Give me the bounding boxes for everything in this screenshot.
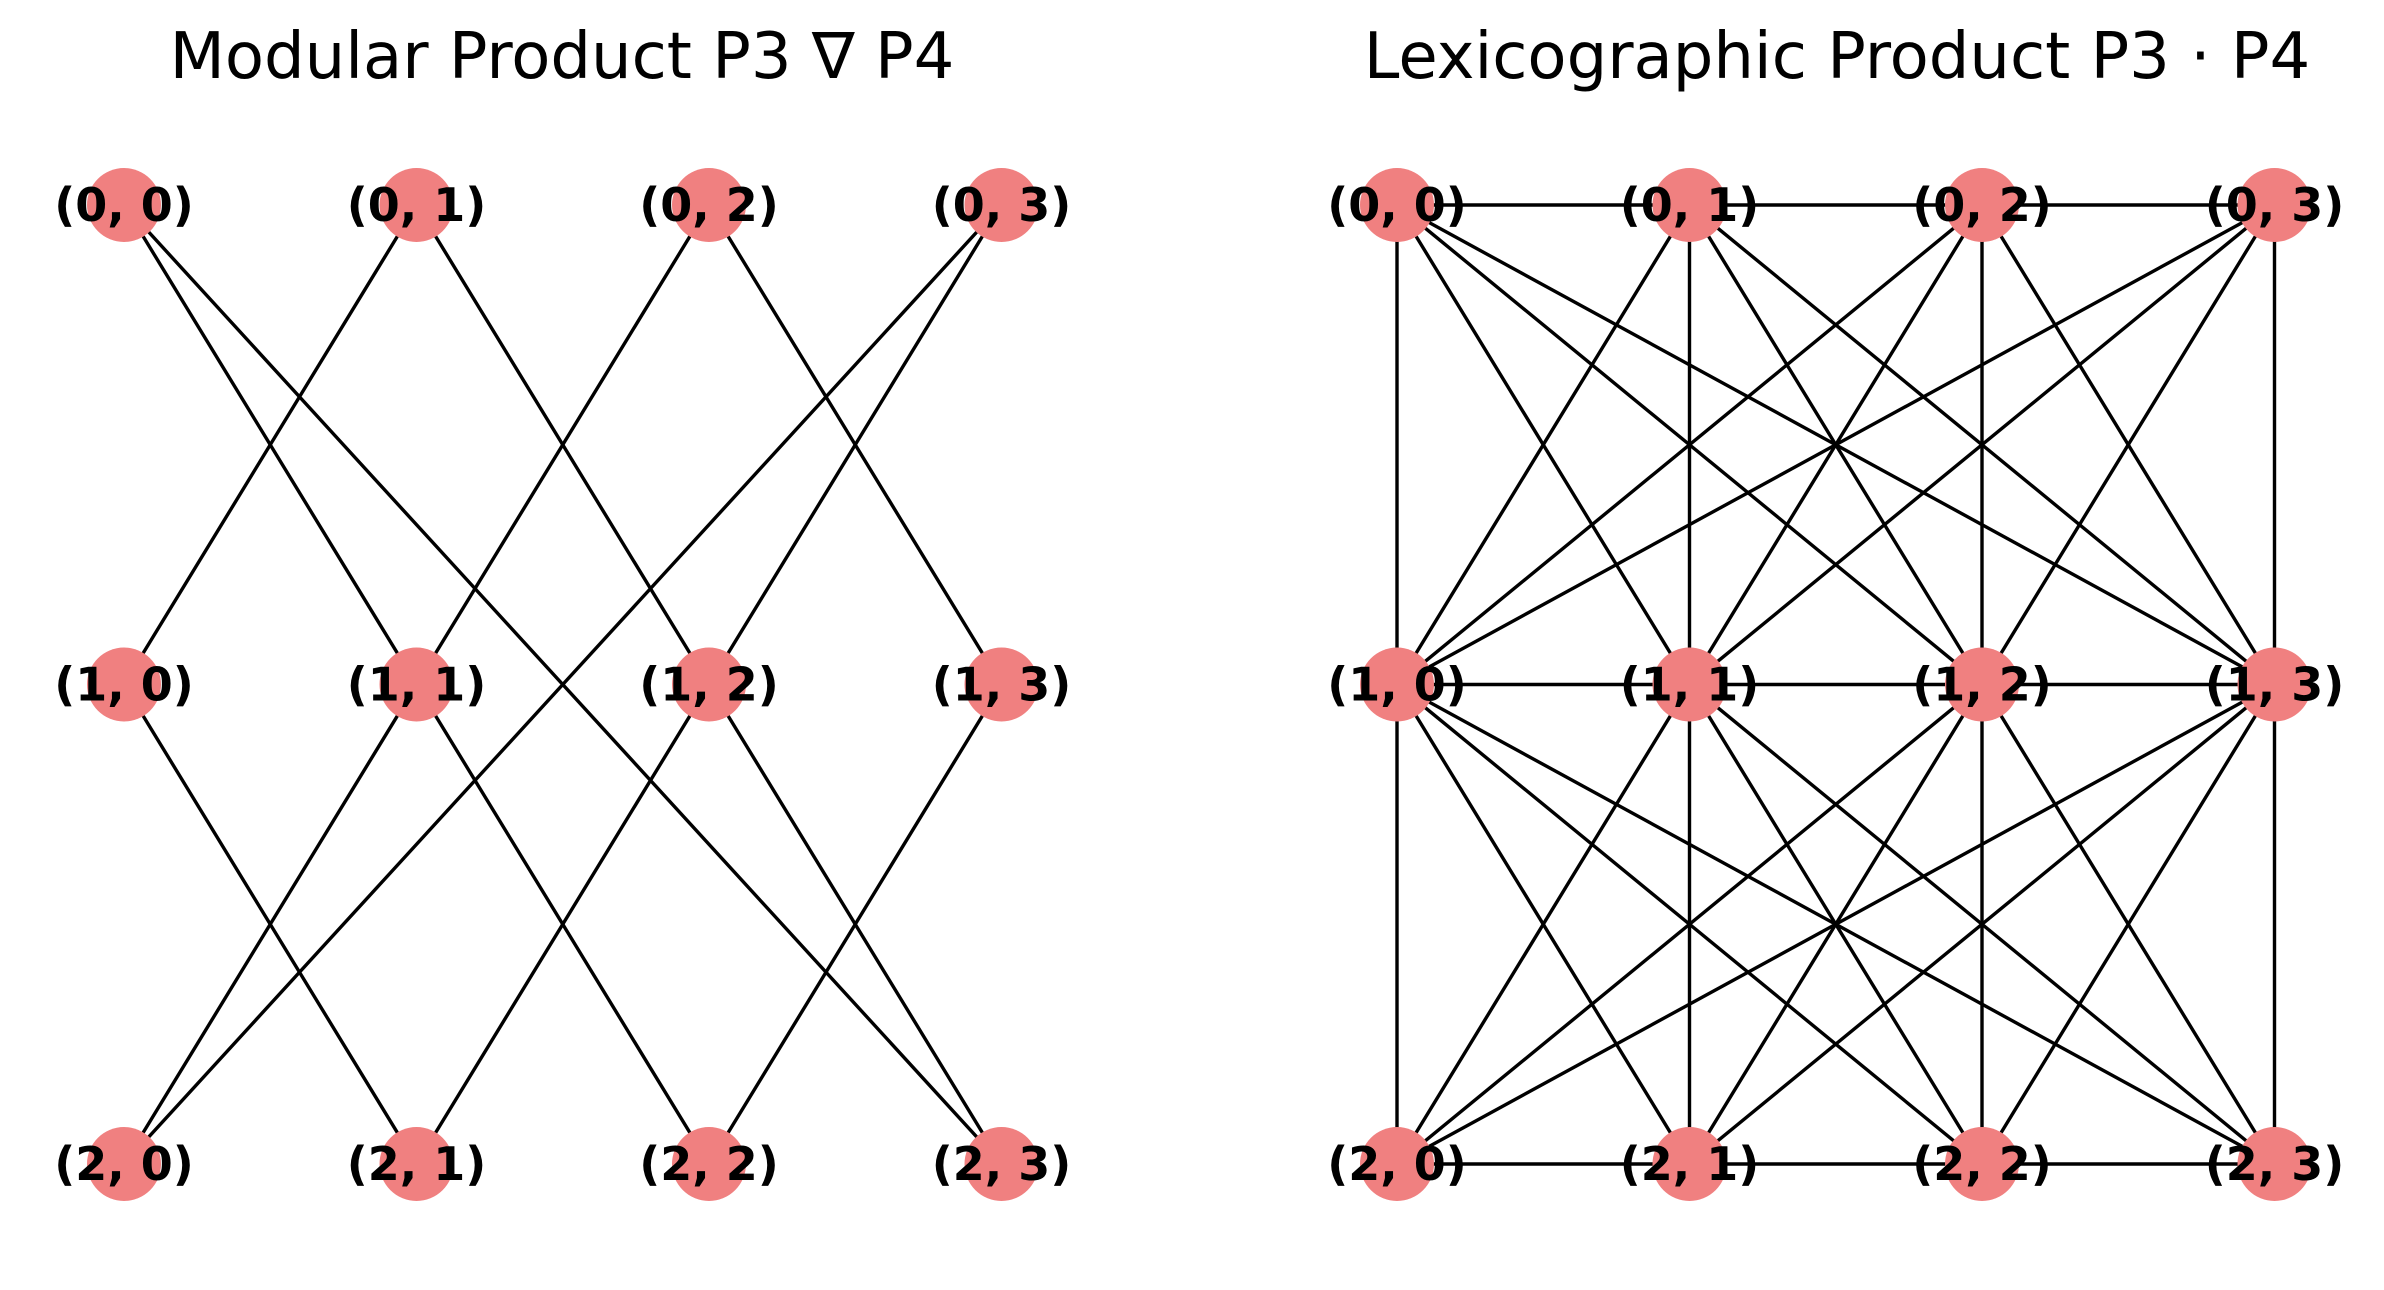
node-circle xyxy=(2237,647,2312,722)
modular-product-edges xyxy=(122,203,1003,1166)
edge-0-2-to-1-0 xyxy=(1395,203,1984,686)
node-label: (0, 0) xyxy=(1327,178,1467,232)
node-circle xyxy=(379,1127,454,1201)
edge-0-1-to-1-0 xyxy=(1395,204,1691,686)
lexicographic-product-nodes: (0, 0) (0, 1) (0, 2) (0, 3) (1, 0) (1, 1) (1, … xyxy=(1327,168,2344,1201)
node-circle xyxy=(2237,168,2312,242)
node-2-2: (2, 2) xyxy=(1912,1127,2052,1201)
node-2-0: (2, 0) xyxy=(1327,1127,1467,1201)
node-circle xyxy=(379,168,454,242)
node-1-0: (1, 0) xyxy=(1327,647,1467,722)
modular-product-nodes: (0, 0) (0, 1) (0, 2) (0, 3) (1, 0) (1, 1) (1, … xyxy=(54,168,1071,1201)
edge-1-1-to-2-0 xyxy=(1395,683,1691,1165)
edge-1-3-to-2-2 xyxy=(1980,683,2276,1165)
node-label: (1, 2) xyxy=(639,658,779,712)
node-circle xyxy=(1652,647,1727,722)
node-2-2: (2, 2) xyxy=(639,1127,779,1201)
node-1-1: (1, 1) xyxy=(1620,647,1760,722)
node-circle xyxy=(1360,647,1434,722)
node-circle xyxy=(672,168,746,242)
edge-0-2-to-1-1 xyxy=(415,204,711,686)
node-label: (2, 3) xyxy=(932,1137,1072,1191)
lexicographic-product-title: Lexicographic Product P3 · P4 xyxy=(1364,20,2310,94)
node-0-0: (0, 0) xyxy=(1327,168,1467,242)
node-label: (1, 0) xyxy=(54,658,194,712)
node-2-1: (2, 1) xyxy=(1620,1127,1760,1201)
lexicographic-product-edges xyxy=(1395,203,2277,1166)
edge-1-3-to-2-2 xyxy=(707,683,1003,1165)
node-0-1: (0, 1) xyxy=(347,168,487,242)
node-label: (1, 0) xyxy=(1327,658,1467,712)
edge-0-1-to-1-0 xyxy=(122,204,418,686)
node-circle xyxy=(1945,1127,2019,1201)
node-circle xyxy=(672,647,746,722)
modular-product-title: Modular Product P3 ∇ P4 xyxy=(170,20,955,94)
node-circle xyxy=(2237,1127,2312,1201)
node-label: (0, 3) xyxy=(2205,178,2345,232)
node-label: (0, 1) xyxy=(347,178,487,232)
node-circle xyxy=(672,1127,746,1201)
node-circle xyxy=(1652,1127,1727,1201)
node-label: (2, 2) xyxy=(639,1137,779,1191)
node-0-2: (0, 2) xyxy=(639,168,779,242)
edge-1-3-to-2-1 xyxy=(1688,683,2276,1166)
edge-0-3-to-1-1 xyxy=(1688,203,2276,686)
node-label: (1, 1) xyxy=(1620,658,1760,712)
node-2-1: (2, 1) xyxy=(347,1127,487,1201)
node-circle xyxy=(87,168,161,242)
node-circle xyxy=(964,168,1039,242)
node-label: (2, 2) xyxy=(1912,1137,2052,1191)
node-1-2: (1, 2) xyxy=(1912,647,2052,722)
node-0-3: (0, 3) xyxy=(2205,168,2345,242)
node-2-0: (2, 0) xyxy=(54,1127,194,1201)
node-label: (0, 1) xyxy=(1620,178,1760,232)
node-circle xyxy=(1945,647,2019,722)
node-0-3: (0, 3) xyxy=(932,168,1072,242)
node-label: (2, 1) xyxy=(1620,1137,1760,1191)
node-circle xyxy=(1652,168,1727,242)
node-label: (2, 1) xyxy=(347,1137,487,1191)
node-label: (1, 3) xyxy=(2205,658,2345,712)
node-1-1: (1, 1) xyxy=(347,647,487,722)
node-0-0: (0, 0) xyxy=(54,168,194,242)
node-label: (0, 0) xyxy=(54,178,194,232)
node-label: (2, 0) xyxy=(54,1137,194,1191)
modular-product-panel: Modular Product P3 ∇ P4 (0, 0)(0, 1)(0, … xyxy=(54,20,1071,1201)
edge-1-1-to-2-0 xyxy=(122,683,418,1165)
node-circle xyxy=(1360,1127,1434,1201)
node-1-2: (1, 2) xyxy=(639,647,779,722)
node-0-1: (0, 1) xyxy=(1620,168,1760,242)
node-0-2: (0, 2) xyxy=(1912,168,2052,242)
node-circle xyxy=(87,647,161,722)
node-circle xyxy=(964,1127,1039,1201)
node-label: (0, 2) xyxy=(1912,178,2052,232)
node-circle xyxy=(87,1127,161,1201)
node-label: (1, 2) xyxy=(1912,658,2052,712)
edge-1-2-to-2-1 xyxy=(415,683,711,1165)
edge-1-2-to-2-0 xyxy=(1395,683,1984,1166)
node-1-3: (1, 3) xyxy=(2205,647,2345,722)
node-label: (0, 2) xyxy=(639,178,779,232)
node-label: (2, 0) xyxy=(1327,1137,1467,1191)
node-circle xyxy=(964,647,1039,722)
edge-0-3-to-1-0 xyxy=(1396,203,2276,686)
edge-0-3-to-1-2 xyxy=(707,204,1003,686)
node-circle xyxy=(379,647,454,722)
node-circle xyxy=(1945,168,2019,242)
node-1-3: (1, 3) xyxy=(932,647,1072,722)
node-label: (2, 3) xyxy=(2205,1137,2345,1191)
lexicographic-product-panel: Lexicographic Product P3 · P4 (0, 0)(0, … xyxy=(1327,20,2344,1201)
edge-0-3-to-1-2 xyxy=(1980,204,2276,686)
node-label: (1, 3) xyxy=(932,658,1072,712)
edge-1-3-to-2-0 xyxy=(1396,683,2276,1166)
node-circle xyxy=(1360,168,1434,242)
node-label: (1, 1) xyxy=(347,658,487,712)
node-label: (0, 3) xyxy=(932,178,1072,232)
node-2-3: (2, 3) xyxy=(932,1127,1072,1201)
node-2-3: (2, 3) xyxy=(2205,1127,2345,1201)
edge-0-3-to-2-0 xyxy=(122,203,1003,1166)
node-1-0: (1, 0) xyxy=(54,647,194,722)
